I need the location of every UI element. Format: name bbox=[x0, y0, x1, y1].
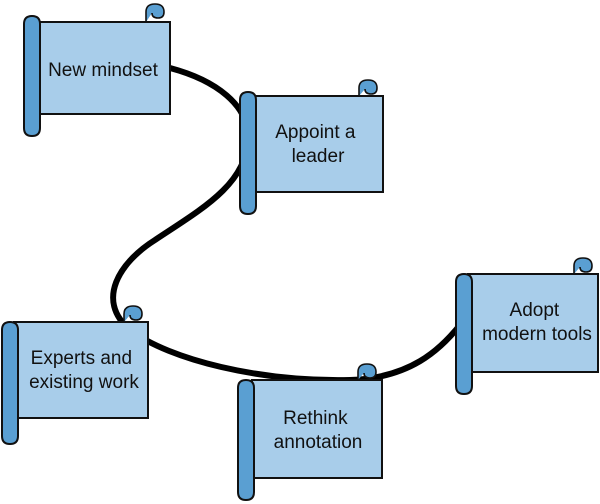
scroll-top-curl bbox=[573, 257, 593, 274]
node-label: Appoint a leader bbox=[275, 122, 361, 167]
scroll-node-appoint-leader: Appoint a leader bbox=[239, 79, 384, 216]
node-label: Experts and existing work bbox=[29, 348, 139, 393]
scroll-node-adopt-modern-tools: Adopt modern tools bbox=[455, 257, 599, 396]
scroll-top-curl bbox=[145, 3, 165, 22]
scroll-sheet bbox=[252, 95, 384, 193]
scroll-left-roll bbox=[1, 320, 19, 446]
node-label: Adopt modern tools bbox=[482, 300, 592, 345]
scroll-left-roll bbox=[239, 90, 257, 216]
scroll-node-experts-existing-work: Experts and existing work bbox=[1, 305, 149, 446]
scroll-sheet bbox=[467, 273, 599, 373]
scroll-left-roll bbox=[455, 272, 473, 396]
scroll-sheet bbox=[13, 321, 149, 419]
scroll-left-roll bbox=[237, 378, 255, 502]
scroll-sheet bbox=[35, 21, 171, 115]
scroll-top-curl bbox=[123, 305, 143, 322]
node-label: Rethink annotation bbox=[274, 408, 363, 453]
scroll-node-rethink-annotation: Rethink annotation bbox=[237, 363, 383, 502]
scroll-node-new-mindset: New mindset bbox=[23, 3, 171, 138]
scroll-left-roll bbox=[23, 14, 41, 138]
node-label: New mindset bbox=[48, 60, 159, 81]
scroll-top-curl bbox=[358, 79, 378, 96]
scroll-top-curl bbox=[357, 363, 377, 380]
scroll-sheet bbox=[251, 379, 383, 479]
